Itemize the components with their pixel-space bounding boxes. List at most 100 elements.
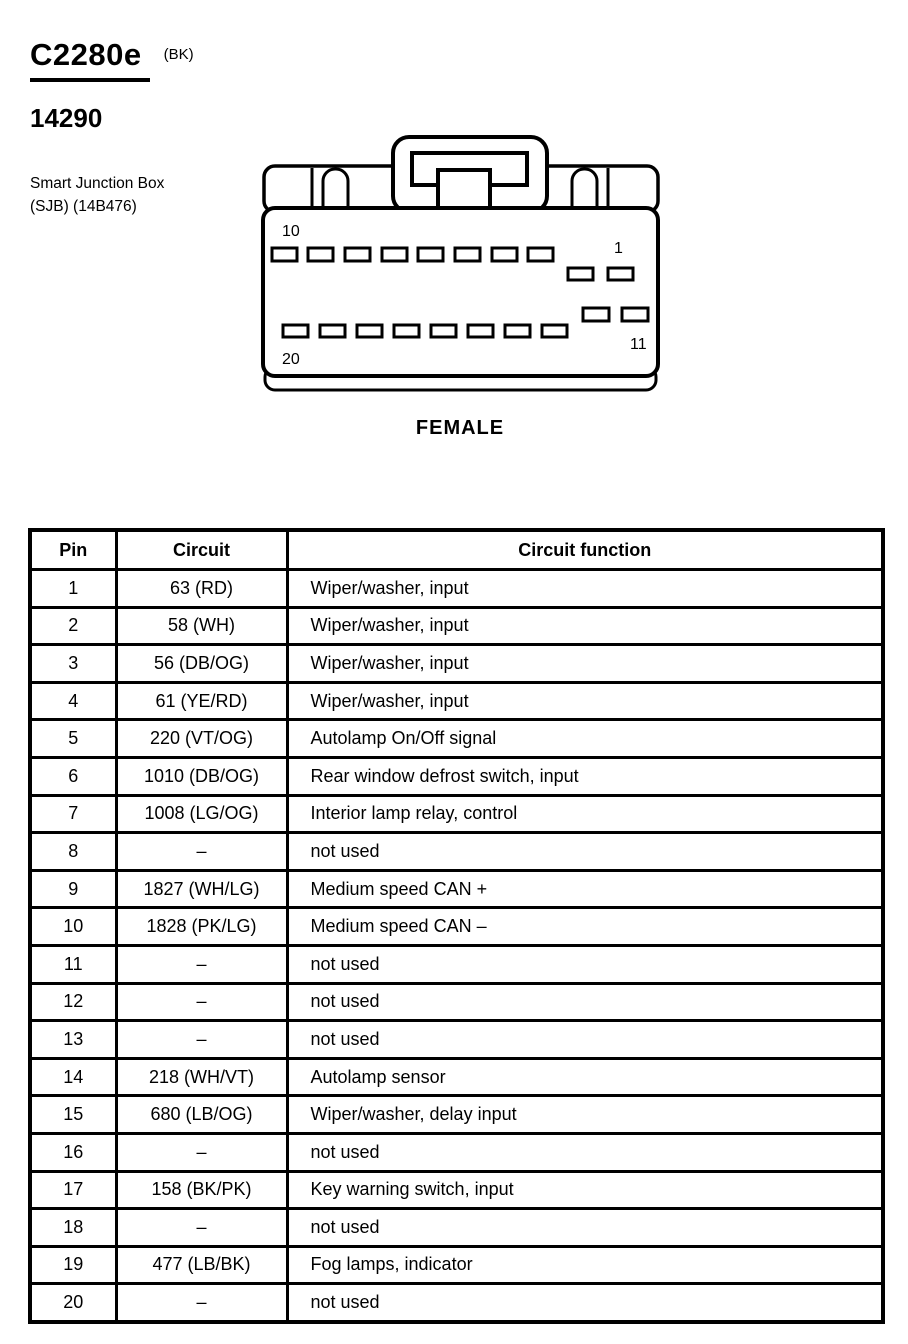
pin-cavities-pins-12-11: [581, 306, 650, 323]
circuit-cell: –: [114, 943, 289, 985]
table-header-row: Pin Circuit Circuit function: [28, 528, 885, 571]
pin-cell: 3: [28, 643, 118, 684]
circuit-cell: 61 (YE/RD): [114, 680, 289, 722]
circuit-cell: 58 (WH): [114, 605, 289, 647]
pin-label-20: 20: [282, 351, 300, 368]
table-row: 16–not used: [28, 1131, 885, 1173]
function-cell: Wiper/washer, delay input: [285, 1094, 885, 1135]
function-cell: Fog lamps, indicator: [285, 1244, 885, 1286]
pin-cell: 19: [28, 1244, 118, 1286]
connector-drawing: 10 1 11 20: [261, 135, 660, 392]
title-row: C2280e (BK): [30, 37, 194, 83]
circuit-cell: 158 (BK/PK): [114, 1169, 289, 1211]
circuit-cell: –: [114, 1282, 289, 1324]
connector-color-code: (BK): [163, 46, 194, 63]
pin-cell: 1: [28, 568, 118, 609]
pin-cell: 8: [28, 831, 118, 872]
circuit-cell: –: [114, 1131, 289, 1173]
circuit-cell: 63 (RD): [114, 568, 289, 609]
circuit-cell: 218 (WH/VT): [114, 1056, 289, 1098]
function-cell: Medium speed CAN +: [285, 868, 885, 910]
pin-cell: 16: [28, 1131, 118, 1173]
connector-gender-label: FEMALE: [415, 417, 505, 439]
table-row: 11–not used: [28, 943, 885, 985]
function-cell: Medium speed CAN –: [285, 906, 885, 947]
function-cell: not used: [285, 981, 885, 1023]
pin-label-10: 10: [282, 223, 300, 240]
pin-cavities-pins-2-1: [566, 266, 635, 282]
circuit-cell: 1008 (LG/OG): [114, 793, 289, 835]
function-cell: Autolamp On/Off signal: [285, 718, 885, 759]
pin-cell: 10: [28, 906, 118, 947]
circuit-cell: 477 (LB/BK): [114, 1244, 289, 1286]
function-cell: Autolamp sensor: [285, 1056, 885, 1098]
function-cell: not used: [285, 1207, 885, 1248]
pin-cell: 13: [28, 1019, 118, 1060]
connector-housing: [261, 135, 660, 392]
column-header-function: Circuit function: [285, 528, 885, 571]
pin-cell: 20: [28, 1282, 118, 1324]
connector-id: C2280e: [30, 37, 150, 83]
pin-cell: 11: [28, 943, 118, 985]
pin-label-11: 11: [630, 336, 647, 353]
pin-cavities-bottom-row: [281, 323, 569, 339]
component-name: Smart Junction Box (SJB) (14B476): [30, 172, 164, 219]
pin-cell: 6: [28, 755, 118, 797]
table-row: 8–not used: [28, 831, 885, 872]
function-cell: not used: [285, 1282, 885, 1324]
function-cell: Wiper/washer, input: [285, 680, 885, 722]
function-cell: Wiper/washer, input: [285, 643, 885, 684]
connector-body: [261, 206, 660, 378]
connector-latch-tab: [436, 168, 492, 214]
pin-cell: 18: [28, 1207, 118, 1248]
table-row: 13–not used: [28, 1019, 885, 1060]
pin-cell: 2: [28, 605, 118, 647]
component-name-line1: Smart Junction Box: [30, 175, 165, 192]
circuit-cell: –: [114, 1019, 289, 1060]
function-cell: not used: [285, 1131, 885, 1173]
circuit-cell: –: [114, 981, 289, 1023]
circuit-cell: 1827 (WH/LG): [114, 868, 289, 910]
pin-cavities-top-row: [270, 246, 555, 263]
pin-cell: 12: [28, 981, 118, 1023]
circuit-cell: 56 (DB/OG): [114, 643, 289, 684]
function-cell: Rear window defrost switch, input: [285, 755, 885, 797]
function-cell: Key warning switch, input: [285, 1169, 885, 1211]
pin-cell: 5: [28, 718, 118, 759]
pin-cell: 7: [28, 793, 118, 835]
pin-cell: 17: [28, 1169, 118, 1211]
function-cell: Wiper/washer, input: [285, 568, 885, 609]
table-row: 18–not used: [28, 1207, 885, 1248]
pin-cell: 9: [28, 868, 118, 910]
component-name-line2: (SJB) (14B476): [30, 198, 137, 216]
pin-cell: 15: [28, 1094, 118, 1135]
function-cell: not used: [285, 1019, 885, 1060]
function-cell: Interior lamp relay, control: [285, 793, 885, 835]
circuit-cell: –: [114, 831, 289, 872]
pin-label-1: 1: [614, 240, 623, 257]
table-row: 12–not used: [28, 981, 885, 1023]
function-cell: Wiper/washer, input: [285, 605, 885, 647]
function-cell: not used: [285, 943, 885, 985]
pin-cell: 14: [28, 1056, 118, 1098]
circuit-cell: 220 (VT/OG): [114, 718, 289, 759]
circuit-cell: 680 (LB/OG): [114, 1094, 289, 1135]
pin-cell: 4: [28, 680, 118, 722]
table-row: 20–not used: [28, 1282, 885, 1324]
